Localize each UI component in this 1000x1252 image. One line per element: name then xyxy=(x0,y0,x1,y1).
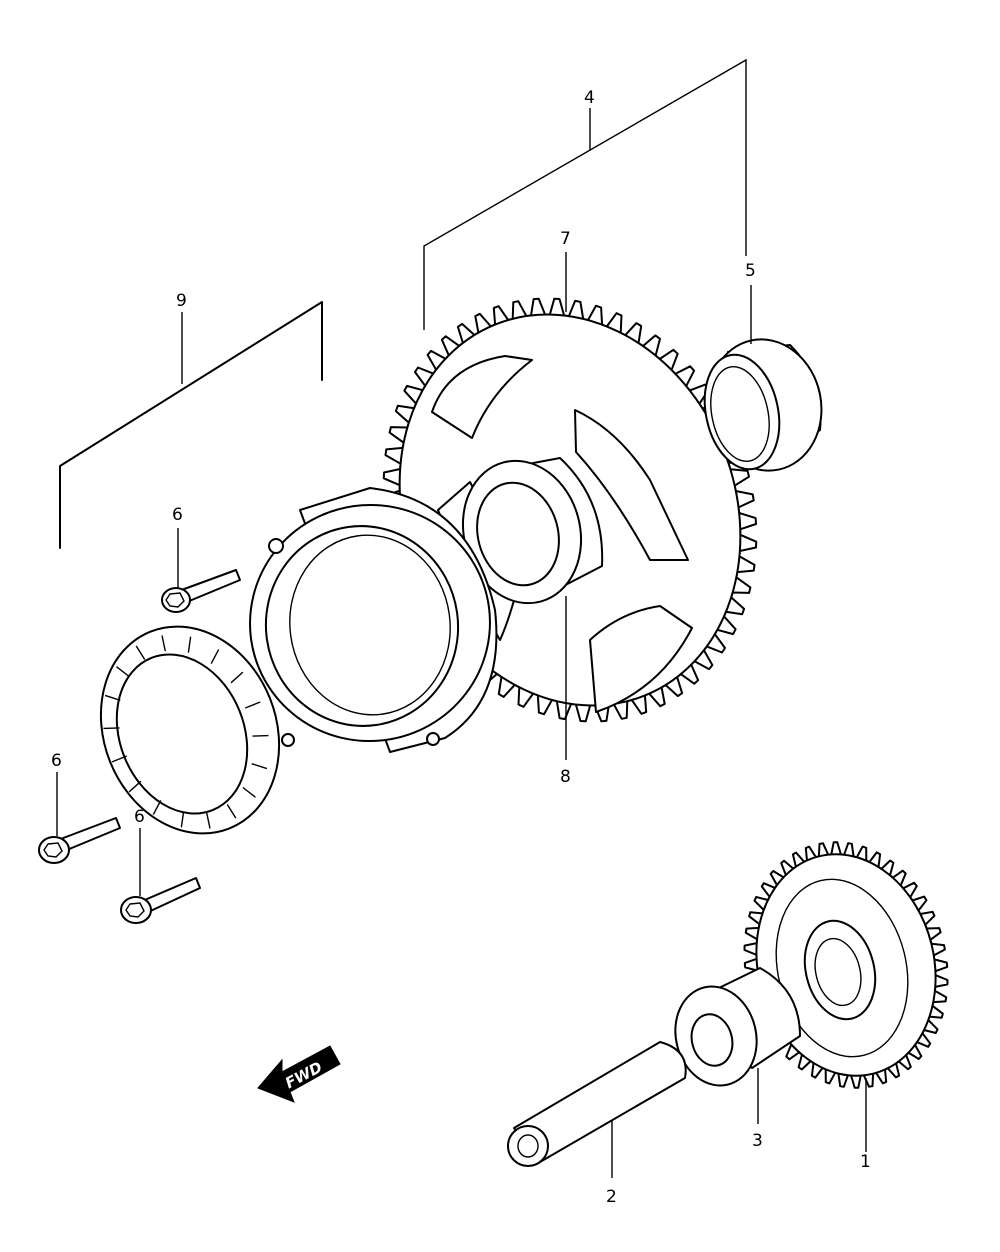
bracket-9: 9 xyxy=(59,291,323,549)
label-9: 9 xyxy=(176,291,187,311)
label-7: 7 xyxy=(560,229,571,249)
label-4: 4 xyxy=(584,88,595,108)
label-5: 5 xyxy=(745,261,756,281)
label-1: 1 xyxy=(860,1152,871,1172)
bolt-6-top: 6 xyxy=(161,505,241,613)
bushing-5: 5 7 xyxy=(560,229,823,472)
fwd-arrow-icon: FWD xyxy=(257,1045,341,1103)
label-6-left: 6 xyxy=(51,751,62,771)
label-3: 3 xyxy=(752,1131,763,1151)
gear-hub-8: 8 xyxy=(461,457,604,787)
bushing-3: 3 xyxy=(674,967,801,1151)
bolt-6-bottom-left: 6 xyxy=(38,751,121,864)
label-2: 2 xyxy=(606,1187,617,1207)
bolt-6-bottom-right: 6 xyxy=(120,807,201,924)
label-6-top: 6 xyxy=(172,505,183,525)
starter-clutch-housing xyxy=(249,487,498,753)
bracket-4: 4 xyxy=(423,58,747,330)
label-8: 8 xyxy=(560,767,571,787)
one-way-clutch xyxy=(99,625,281,835)
label-6-right: 6 xyxy=(134,807,145,827)
shaft-2: 2 xyxy=(507,1041,687,1207)
